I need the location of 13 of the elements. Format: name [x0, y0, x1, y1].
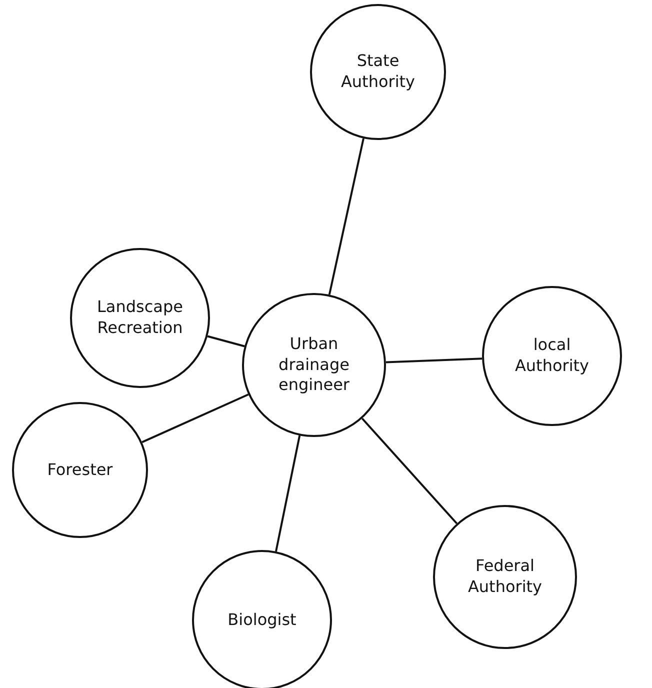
node-label: Federal Authority [466, 556, 544, 598]
node-label: State Authority [340, 51, 416, 93]
connector-line [361, 418, 458, 524]
node-label: local Authority [514, 335, 590, 377]
node-label: Forester [46, 460, 114, 480]
connector-line [386, 358, 482, 364]
node-label: Biologist [226, 610, 298, 630]
connector-line [328, 138, 364, 295]
node-label: Landscape Recreation [96, 297, 184, 339]
connector-line [142, 394, 249, 444]
node-label: Urban drainage engineer [278, 334, 350, 396]
connector-line [207, 335, 245, 348]
connector-line [275, 435, 301, 552]
